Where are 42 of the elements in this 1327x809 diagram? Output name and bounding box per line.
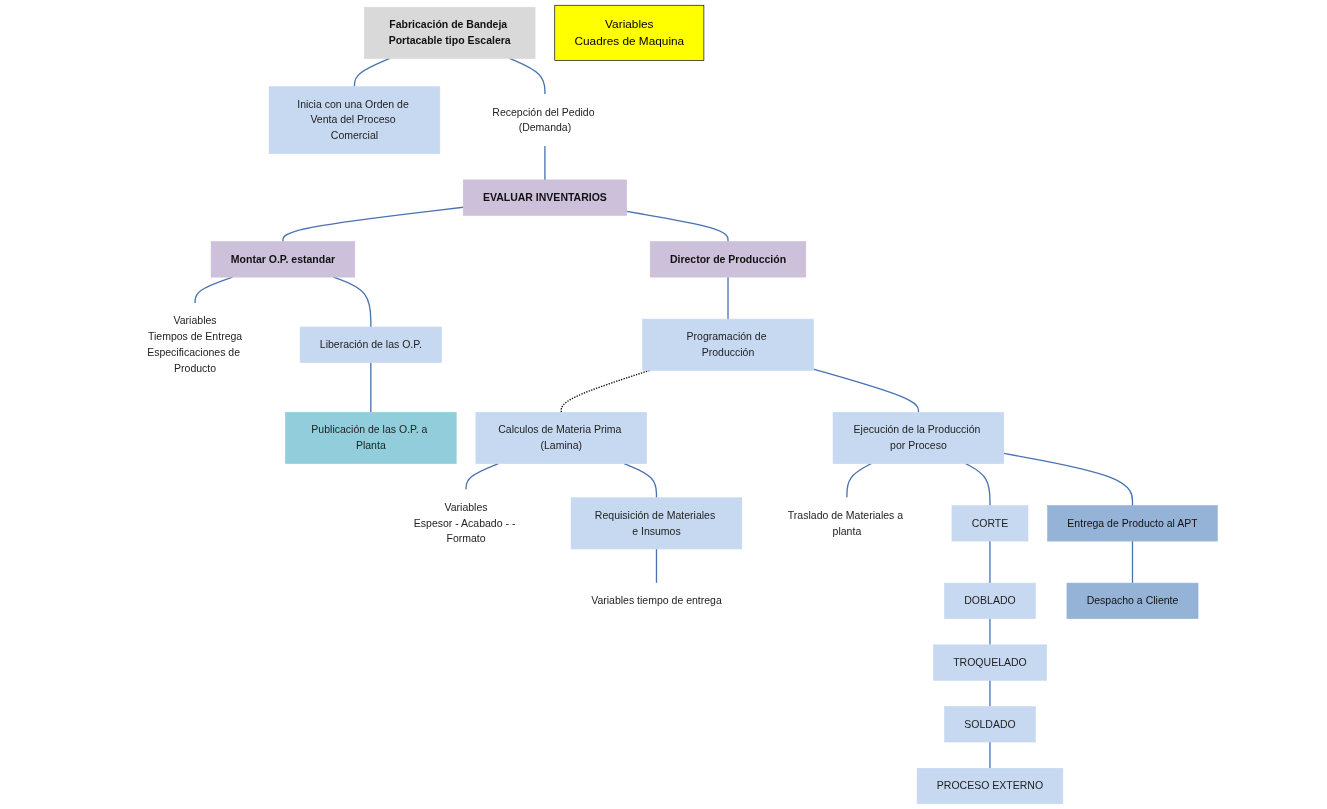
connector [727,276,729,320]
node-text: Variables tiempo de entrega [591,594,722,607]
node-box: DOBLADO [944,582,1036,619]
node-box: Inicia con una Orden de Venta del Proceso Comercial [268,86,441,154]
connector [989,679,991,708]
node-box: Ejecución de la Producción por Proceso [832,412,1005,464]
connector [282,206,464,243]
node-box: Liberación de las O.P. [299,326,442,363]
connector [812,368,920,414]
node-box: PROCESO EXTERNO [916,767,1064,805]
node-box: Programación de Producción [642,318,814,371]
node-text: Recepción del Pedido (Demanda) [492,106,595,134]
connector [465,462,499,491]
node-box: Despacho a Cliente [1066,582,1199,619]
node-box: Montar O.P. estandar [210,241,356,278]
connector [1131,540,1134,584]
connector [623,462,658,499]
connector [370,361,372,414]
node-box: SOLDADO [944,706,1036,743]
node-text: Variables Tiempos de Entrega Especificaciones de Producto [147,315,243,374]
node-box: Publicación de las O.P. a Planta [285,412,457,464]
node-box: Director de Producción [649,241,807,278]
connector [625,210,729,243]
node-text: Traslado de Materiales a planta [787,509,904,537]
connector [989,741,991,769]
node-box: Calculos de Materia Prima (Lamina) [475,412,647,464]
connector [1003,452,1134,507]
connector [965,462,991,507]
connector [655,548,658,584]
node-box: EVALUAR INVENTARIOS [462,179,627,216]
connector [989,617,991,646]
node-box: Variables Cuadres de Maquina [554,4,705,61]
node-text: Variables Espesor - Acabado - - Formato [413,501,516,545]
connector [989,540,991,584]
node-box: Fabricación de Bandeja Portacable tipo Escalera [364,6,536,59]
connector [544,145,546,181]
node-box: Entrega de Producto al APT [1047,505,1218,542]
node-box: Requisición de Materiales e Insumos [570,497,743,550]
node-box: TROQUELADO [933,644,1047,681]
connector [846,462,872,499]
connector [353,57,391,88]
node-box: CORTE [951,505,1029,542]
